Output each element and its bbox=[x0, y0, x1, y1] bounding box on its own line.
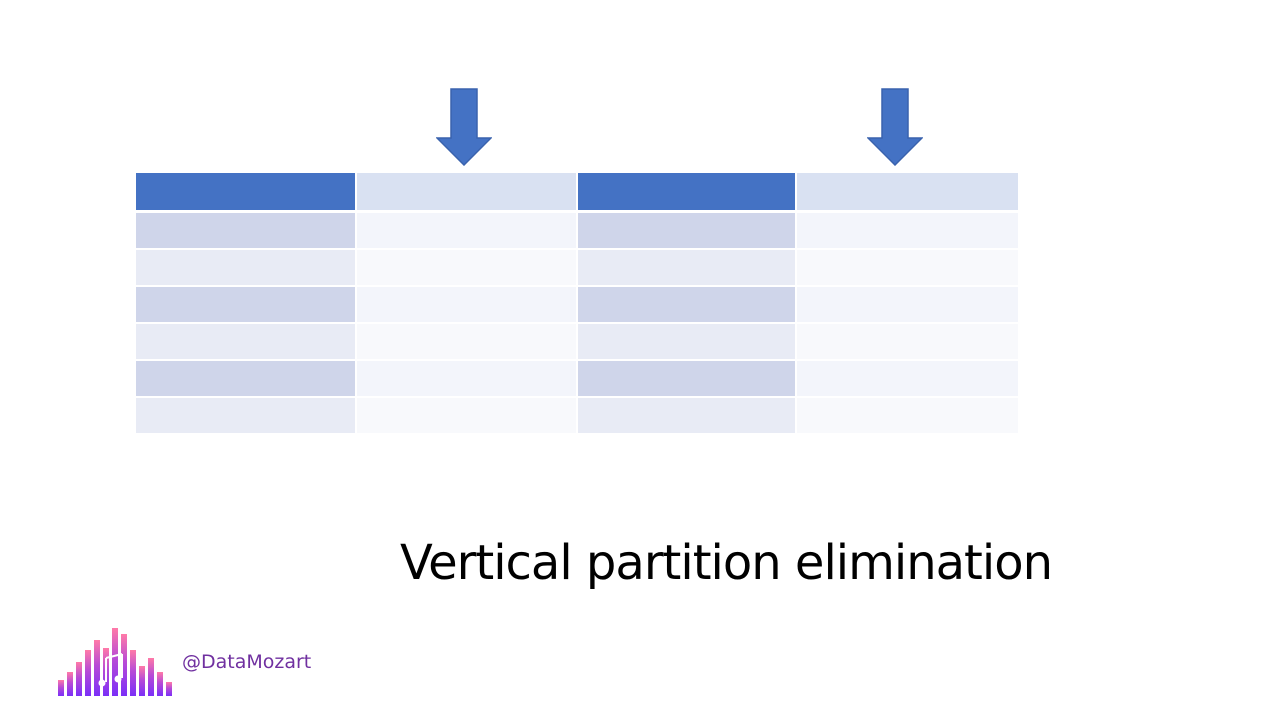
table-cell bbox=[136, 287, 357, 324]
table-row bbox=[136, 250, 1018, 287]
table-row bbox=[136, 398, 1018, 435]
table-cell bbox=[357, 324, 578, 361]
table-row bbox=[136, 324, 1018, 361]
header-cell bbox=[136, 173, 357, 213]
table-cell bbox=[578, 287, 797, 324]
table-cell bbox=[797, 250, 1018, 287]
header-cell bbox=[357, 173, 578, 213]
twitter-handle: @DataMozart bbox=[182, 651, 312, 673]
table-cell bbox=[136, 250, 357, 287]
table-cell bbox=[578, 361, 797, 398]
partition-table bbox=[136, 173, 1018, 435]
down-arrow-icon bbox=[867, 88, 923, 166]
table-cell bbox=[136, 324, 357, 361]
table-cell bbox=[357, 287, 578, 324]
table-cell bbox=[797, 324, 1018, 361]
table-header bbox=[136, 173, 1018, 213]
table-cell bbox=[357, 213, 578, 250]
table-cell bbox=[797, 361, 1018, 398]
slide-title: Vertical partition elimination bbox=[400, 535, 1053, 591]
header-cell bbox=[797, 173, 1018, 213]
table-cell bbox=[357, 361, 578, 398]
table-row bbox=[136, 287, 1018, 324]
header-cell bbox=[578, 173, 797, 213]
datamozart-logo-icon bbox=[58, 628, 172, 696]
table-cell bbox=[797, 213, 1018, 250]
table-cell bbox=[578, 324, 797, 361]
table-cell bbox=[136, 398, 357, 435]
table-row bbox=[136, 213, 1018, 250]
table-cell bbox=[578, 250, 797, 287]
table-cell bbox=[797, 398, 1018, 435]
table-cell bbox=[357, 250, 578, 287]
table-cell bbox=[136, 213, 357, 250]
table-cell bbox=[797, 287, 1018, 324]
down-arrow-icon bbox=[436, 88, 492, 166]
table-cell bbox=[578, 398, 797, 435]
table-cell bbox=[357, 398, 578, 435]
table-row bbox=[136, 361, 1018, 398]
table-cell bbox=[136, 361, 357, 398]
table-cell bbox=[578, 213, 797, 250]
